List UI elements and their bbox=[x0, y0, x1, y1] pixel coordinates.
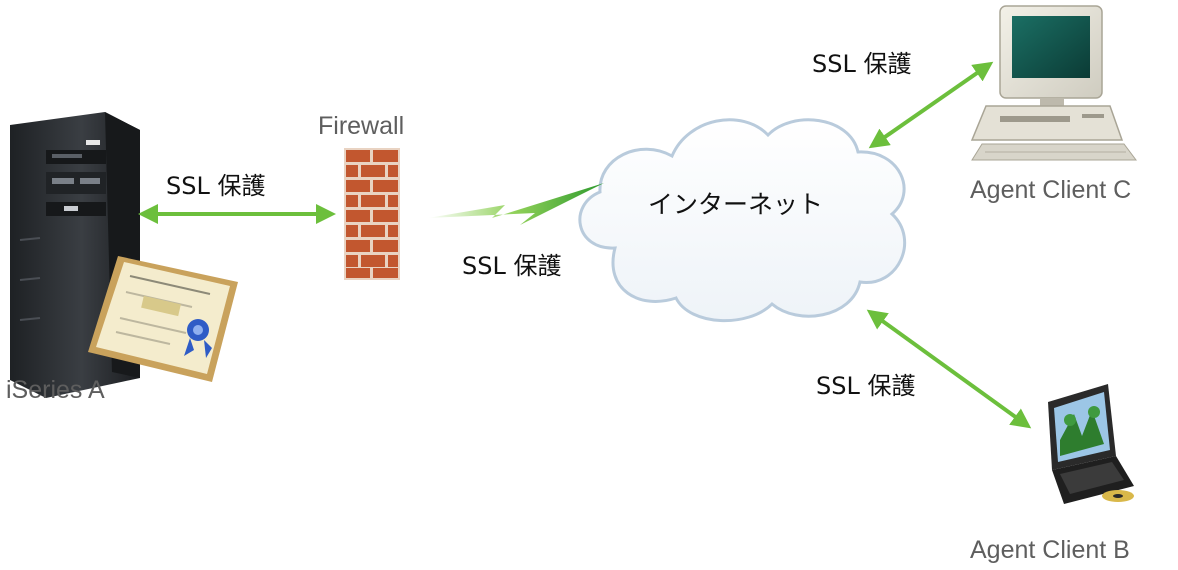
ssl-label-firewall-internet: SSL 保護 bbox=[462, 252, 562, 280]
laptop-icon bbox=[1048, 384, 1134, 504]
certificate-icon bbox=[88, 256, 238, 382]
ssl-label-internet-client-b: SSL 保護 bbox=[816, 372, 916, 400]
client-c-label: Agent Client C bbox=[970, 176, 1132, 204]
firewall-icon bbox=[344, 148, 400, 280]
internet-label: インターネット bbox=[648, 190, 824, 219]
arrow-internet-client-b bbox=[866, 309, 1032, 429]
arrow-internet-client-c bbox=[868, 61, 994, 149]
client-b-label: Agent Client B bbox=[970, 536, 1130, 564]
cloud-icon bbox=[578, 118, 907, 322]
ssl-label-internet-client-c: SSL 保護 bbox=[812, 50, 912, 78]
lightning-connector bbox=[428, 183, 604, 225]
desktop-computer-icon bbox=[970, 5, 1137, 161]
server-label: iSeries A bbox=[6, 376, 105, 404]
firewall-label: Firewall bbox=[318, 112, 405, 140]
ssl-label-server-firewall: SSL 保護 bbox=[166, 172, 266, 200]
